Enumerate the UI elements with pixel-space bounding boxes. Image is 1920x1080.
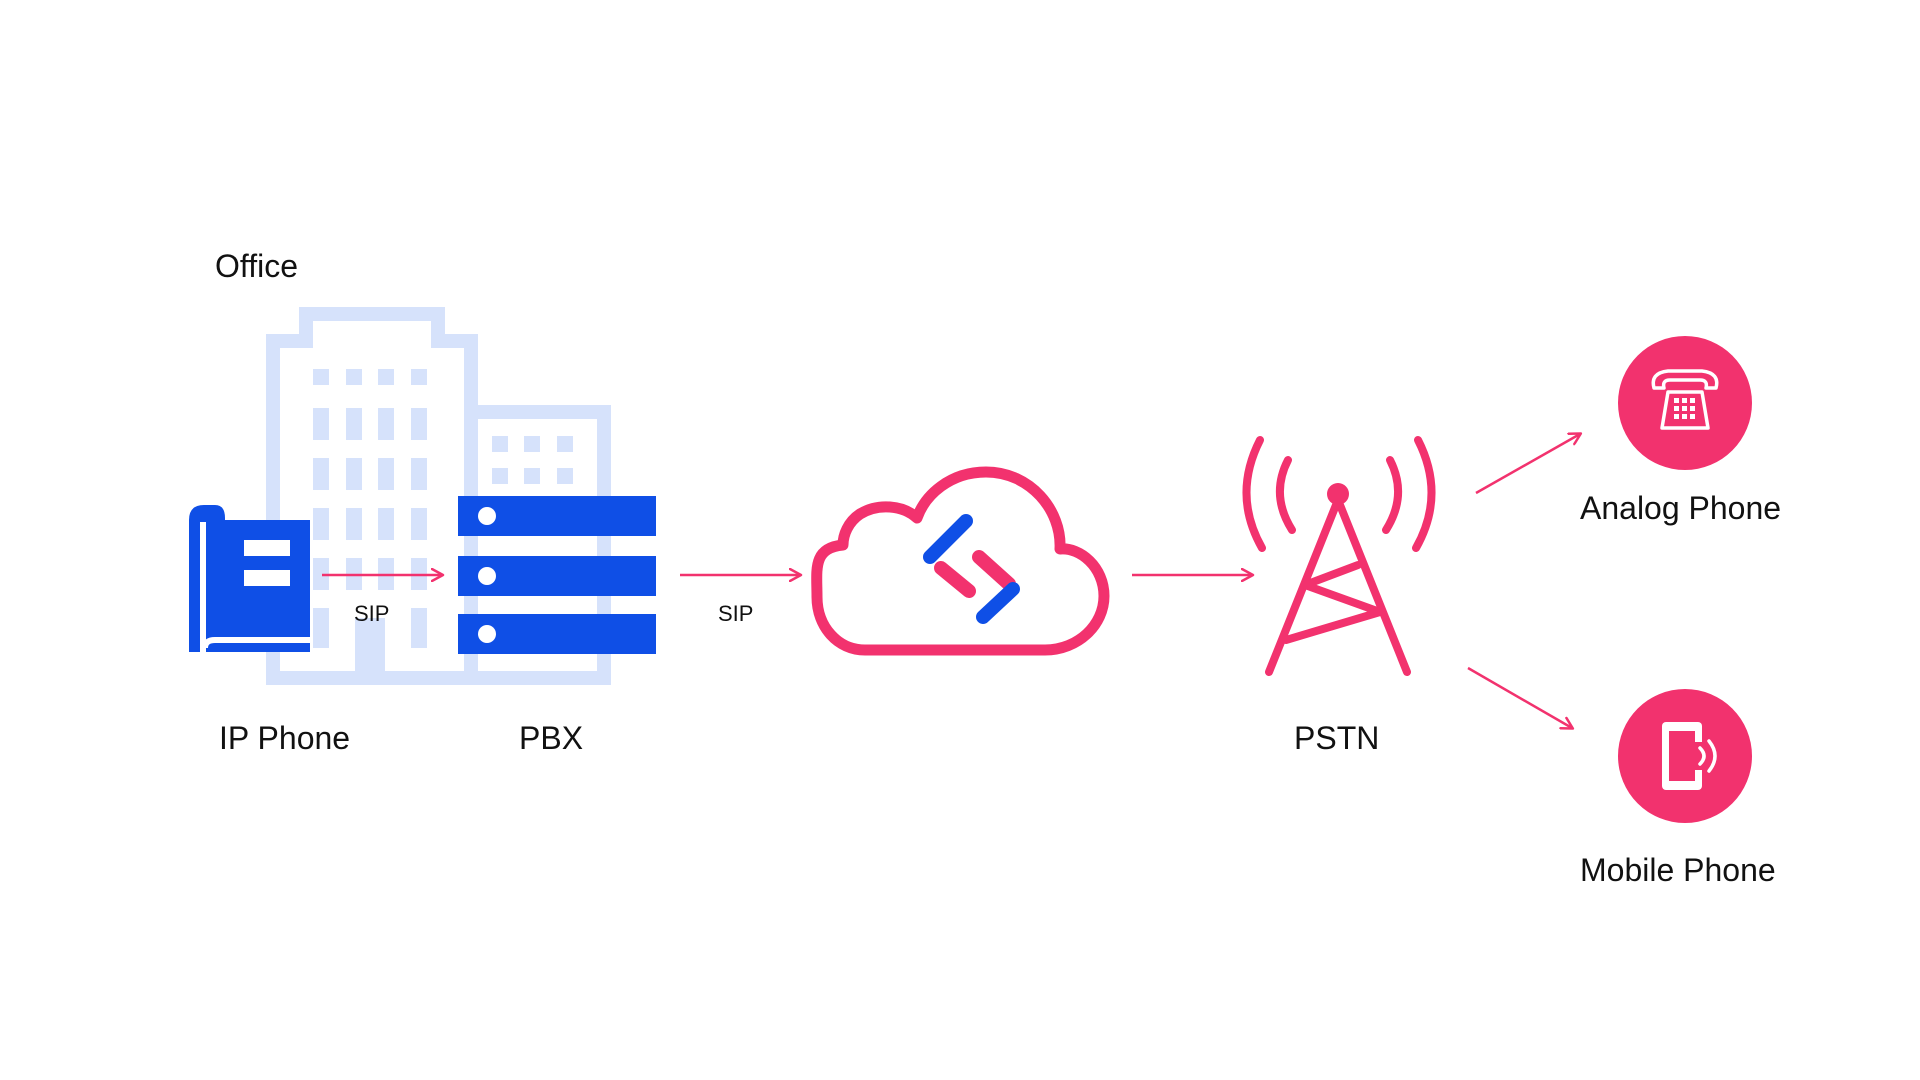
server-rack-icon bbox=[458, 496, 656, 654]
office-label: Office bbox=[215, 248, 298, 284]
arrow-pstn-to-analog-phone bbox=[1475, 434, 1580, 495]
mobile-phone-label: Mobile Phone bbox=[1580, 852, 1776, 888]
pbx-label: PBX bbox=[519, 720, 584, 756]
ip-phone-label: IP Phone bbox=[219, 720, 351, 756]
sip-external-label: SIP bbox=[718, 601, 754, 626]
rotary-telephone-icon bbox=[1618, 336, 1752, 470]
arrow-pstn-to-mobile-phone bbox=[1467, 666, 1572, 728]
cell-tower-icon bbox=[1242, 436, 1436, 676]
mobile-phone-icon bbox=[1618, 689, 1752, 823]
ip-phone-icon bbox=[189, 505, 310, 652]
analog-phone-label: Analog Phone bbox=[1580, 490, 1782, 526]
pstn-label: PSTN bbox=[1294, 720, 1380, 756]
cloud-logo-icon bbox=[811, 466, 1110, 656]
sip-internal-label: SIP bbox=[354, 601, 390, 626]
